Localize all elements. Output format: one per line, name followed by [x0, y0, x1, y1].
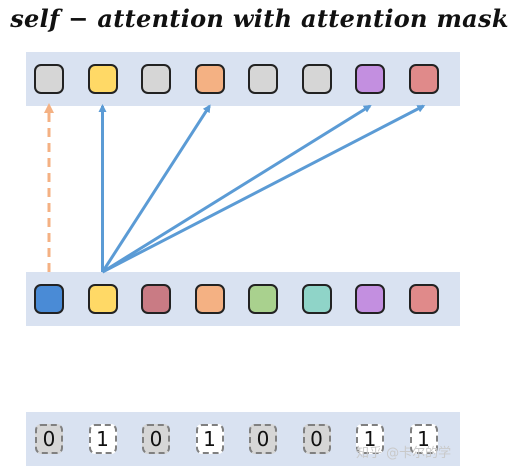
output-token-8 — [408, 64, 439, 94]
output-token-3 — [141, 64, 171, 94]
output-token-2 — [87, 64, 118, 94]
output-token-1 — [34, 64, 64, 94]
mask-cell-6: 0 — [302, 424, 331, 454]
attention-arrow-3 — [101, 104, 372, 274]
output-token-band — [26, 52, 460, 106]
input-token-2 — [87, 284, 118, 314]
output-token-4 — [194, 64, 225, 94]
mask-cell-2: 1 — [88, 424, 117, 454]
input-token-6 — [301, 284, 332, 314]
diagram-title: self − attention with attention mask — [10, 4, 509, 33]
input-token-4 — [194, 284, 225, 314]
input-token-1 — [34, 284, 64, 314]
attention-arrow-4 — [101, 104, 426, 274]
output-token-7 — [355, 64, 385, 94]
mask-cell-5: 0 — [249, 424, 277, 454]
output-token-5 — [248, 64, 278, 94]
mask-cell-4: 1 — [195, 424, 224, 454]
output-token-6 — [301, 64, 332, 94]
input-token-3 — [141, 284, 171, 314]
input-token-7 — [355, 284, 385, 314]
attention-arrow-2 — [101, 104, 211, 273]
mask-cell-7: 1 — [356, 424, 384, 454]
watermark-text: 知乎 @卡尔的学 — [356, 446, 452, 461]
input-token-8 — [408, 284, 439, 314]
mask-cell-1: 0 — [35, 424, 63, 454]
input-token-5 — [248, 284, 278, 314]
mask-cell-8: 1 — [409, 424, 438, 454]
input-token-band — [26, 272, 460, 326]
mask-cell-3: 0 — [142, 424, 170, 454]
